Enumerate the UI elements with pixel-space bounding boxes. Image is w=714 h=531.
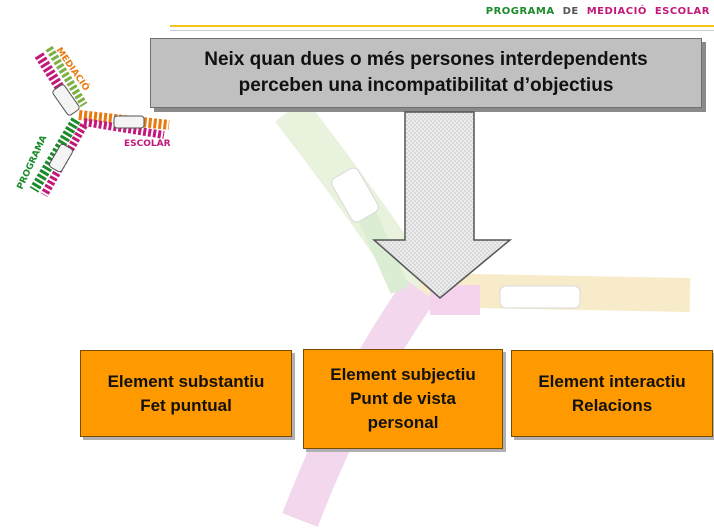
header-rule (170, 25, 714, 27)
element-line: Punt de vista (350, 389, 456, 408)
element-line: Element substantiu (107, 371, 265, 391)
brand-word-de: DE (562, 6, 579, 17)
element-line: Fet puntual (140, 395, 232, 415)
brand-word-programa: PROGRAMA (485, 6, 555, 17)
logo-label-escolar: ESCOLAR (124, 139, 171, 149)
definition-line-2: perceben una incompatibilitat d’objectiu… (238, 75, 614, 96)
header-rule-thin (170, 30, 714, 31)
element-box-interactiu: Element interactiu Relacions (511, 350, 713, 437)
element-line: Element subjectiu (330, 365, 476, 384)
brand-word-mediacio: MEDIACIÓ (586, 6, 647, 17)
mediacio-logo: MEDIACIÓ ESCOLAR PROGRAMA (16, 45, 171, 197)
logo-label-programa: PROGRAMA (16, 134, 50, 191)
definition-line-1: Neix quan dues o més persones interdepen… (204, 49, 648, 70)
element-box-subjectiu: Element subjectiu Punt de vista personal (303, 349, 503, 449)
definition-box: Neix quan dues o més persones interdepen… (150, 38, 702, 108)
down-arrow-icon (372, 111, 512, 299)
element-line: Relacions (571, 395, 653, 415)
brand-word-escolar: ESCOLAR (654, 6, 710, 17)
element-line: Element interactiu (538, 371, 686, 391)
element-box-substantiu: Element substantiu Fet puntual (80, 350, 292, 437)
element-line: personal (367, 413, 439, 432)
brand-title: PROGRAMA DE MEDIACIÓ ESCOLAR (482, 6, 710, 17)
